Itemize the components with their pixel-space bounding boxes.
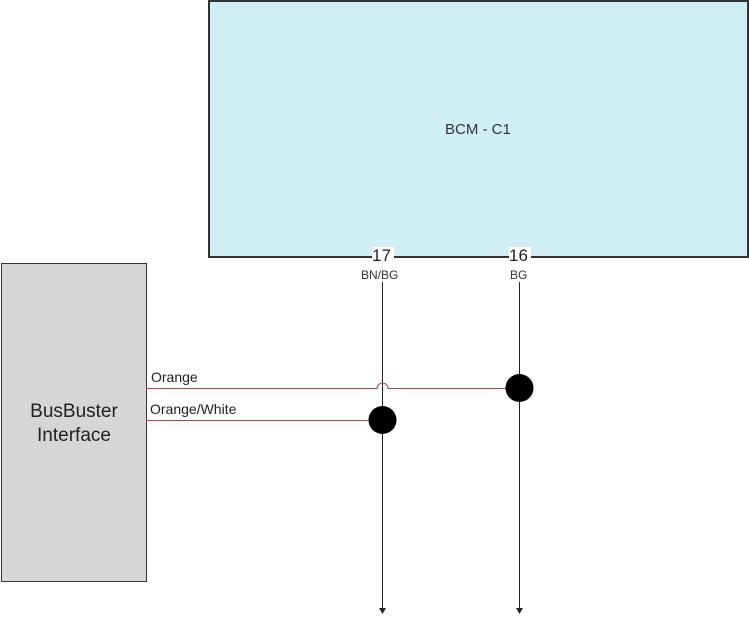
arrow-down-icon <box>379 608 386 614</box>
pin-17-number: 17 <box>372 246 391 265</box>
pin-16-number: 16 <box>509 246 528 265</box>
pin-16-signal: BG <box>510 268 528 282</box>
wire-orange-white-label: Orange/White <box>150 401 237 417</box>
junction-dot <box>368 406 397 434</box>
busbuster-title-line2: Interface <box>37 425 111 446</box>
junction-dot <box>505 374 534 402</box>
wire-orange <box>146 382 519 389</box>
busbuster-title-line1: BusBuster <box>30 401 118 422</box>
bcm-title: BCM - C1 <box>445 121 511 138</box>
pin-17-signal: BN/BG <box>361 268 399 282</box>
busbuster-box[interactable] <box>1 263 147 582</box>
wire-orange-label: Orange <box>151 369 198 385</box>
bcm-box[interactable] <box>208 0 749 258</box>
arrow-down-icon <box>516 608 523 614</box>
